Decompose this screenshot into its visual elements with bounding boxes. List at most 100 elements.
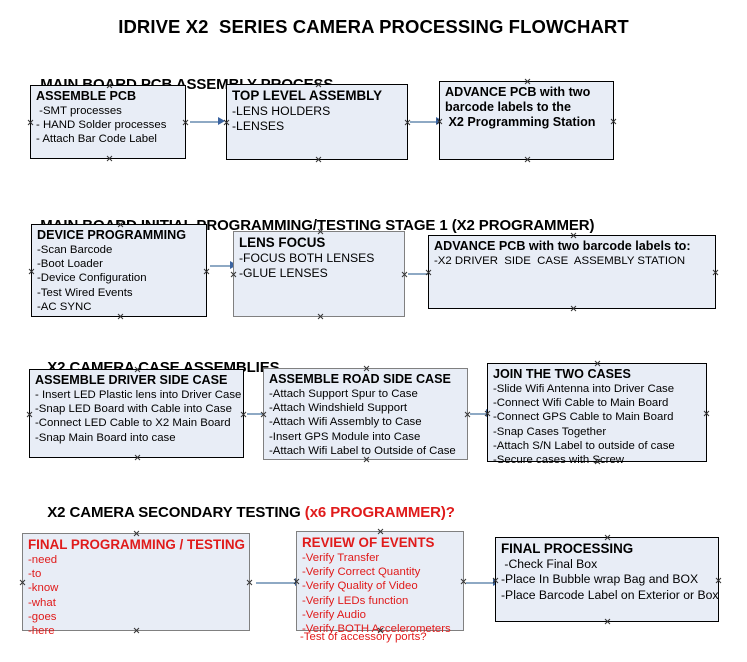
box-line: -Verify LEDs function: [302, 594, 409, 607]
box-line: -Attach Wifi Label to Outside of Case: [269, 444, 456, 457]
resize-handle-top[interactable]: [594, 360, 601, 367]
box-line: - Insert LED Plastic lens into Driver Ca…: [35, 389, 242, 401]
box-line: -SMT processes: [36, 105, 122, 117]
box-title: ADVANCE PCB with two: [445, 85, 591, 99]
box-line-overflow: -Test of accessory ports?: [300, 631, 427, 643]
resize-handle-left[interactable]: [26, 411, 33, 418]
box-title: TOP LEVEL ASSEMBLY: [232, 88, 383, 103]
resize-handle-right[interactable]: [712, 269, 719, 276]
process-box-assemble-driver-side-case[interactable]: ASSEMBLE DRIVER SIDE CASE - Insert LED P…: [29, 369, 244, 458]
box-line: -Attach Windshield Support: [269, 402, 408, 415]
process-box-assemble-road-side-case[interactable]: ASSEMBLE ROAD SIDE CASE -Attach Support …: [263, 368, 468, 460]
process-box-device-programming[interactable]: DEVICE PROGRAMMING -Scan Barcode -Boot L…: [31, 224, 207, 317]
process-box-review-of-events[interactable]: REVIEW OF EVENTS -Verify Transfer -Verif…: [296, 531, 464, 635]
resize-handle-right[interactable]: [703, 410, 710, 417]
resize-handle-right[interactable]: [182, 119, 189, 126]
box-line: X2 Programming Station: [445, 115, 596, 129]
box-line: -to: [28, 568, 42, 581]
box-line: -LENS HOLDERS: [232, 104, 331, 118]
process-box-assemble-pcb[interactable]: ASSEMBLE PCB -SMT processes - HAND Solde…: [30, 85, 186, 159]
resize-handle-right[interactable]: [715, 577, 722, 584]
resize-handle-bottom[interactable]: [117, 313, 124, 320]
box-line: -GLUE LENSES: [239, 266, 328, 281]
box-line: -Secure cases with Screw: [493, 454, 625, 467]
box-title: ASSEMBLE PCB: [36, 89, 137, 103]
box-line: -X2 DRIVER SIDE CASE ASSEMBLY STATION: [434, 255, 686, 267]
box-line: -LENSES: [232, 119, 285, 134]
box-title: JOIN THE TWO CASES: [493, 367, 631, 381]
box-line: -here: [28, 625, 55, 638]
box-line: -Verify Correct Quantity: [302, 566, 421, 579]
box-title: FINAL PROCESSING: [501, 541, 634, 556]
resize-handle-right[interactable]: [401, 271, 408, 278]
resize-handle-bottom[interactable]: [134, 454, 141, 461]
box-line: -Check Final Box: [501, 557, 598, 571]
box-title: DEVICE PROGRAMMING: [37, 228, 187, 242]
process-box-advance-pcb-1[interactable]: ADVANCE PCB with two barcode labels to t…: [439, 81, 614, 160]
box-line: barcode labels to the: [445, 100, 571, 114]
box-line: -Attach Support Spur to Case: [269, 388, 418, 400]
resize-handle-bottom[interactable]: [106, 155, 113, 162]
resize-handle-top[interactable]: [363, 365, 370, 372]
box-line: -Attach Wifi Assembly to Case: [269, 416, 422, 429]
resize-handle-top[interactable]: [604, 534, 611, 541]
box-line: -Slide Wifi Antenna into Driver Case: [493, 383, 675, 395]
resize-handle-right[interactable]: [610, 118, 617, 125]
resize-handle-bottom[interactable]: [317, 313, 324, 320]
box-line: -Verify Transfer: [302, 552, 380, 564]
resize-handle-left[interactable]: [230, 271, 237, 278]
box-line: -Connect GPS Cable to Main Board: [493, 411, 674, 424]
box-line: -Snap Main Board into case: [35, 431, 176, 444]
page-title: IDRIVE X2 SERIES CAMERA PROCESSING FLOWC…: [118, 16, 629, 37]
resize-handle-bottom[interactable]: [524, 156, 531, 163]
box-line: -Verify Quality of Video: [302, 580, 418, 593]
resize-handle-bottom[interactable]: [604, 618, 611, 625]
box-line: -Boot Loader: [37, 258, 103, 271]
resize-handle-right[interactable]: [246, 579, 253, 586]
process-box-final-processing[interactable]: FINAL PROCESSING -Check Final Box -Place…: [495, 537, 719, 622]
box-line: -Place In Bubble wrap Bag and BOX: [501, 572, 699, 587]
box-line: -what: [28, 596, 56, 609]
resize-handle-left[interactable]: [19, 579, 26, 586]
process-box-advance-pcb-2[interactable]: ADVANCE PCB with two barcode labels to: …: [428, 235, 716, 309]
resize-handle-right[interactable]: [203, 268, 210, 275]
box-line: -Device Configuration: [37, 272, 147, 285]
box-line: -FOCUS BOTH LENSES: [239, 251, 375, 265]
box-line: -Verify BOTH Accelerometers: [302, 623, 451, 636]
process-box-top-level-assembly[interactable]: TOP LEVEL ASSEMBLY -LENS HOLDERS -LENSES: [226, 84, 408, 160]
resize-handle-left[interactable]: [27, 119, 34, 126]
box-line: -Attach S/N Label to outside of case: [493, 439, 675, 452]
connector-arrow: [190, 117, 226, 126]
box-title: LENS FOCUS: [239, 235, 326, 250]
box-line: -Test Wired Events: [37, 286, 133, 299]
box-line: -need: [28, 554, 58, 566]
section-heading-4-accent: (x6 PROGRAMMER)?: [304, 504, 455, 521]
box-title: ASSEMBLE DRIVER SIDE CASE: [35, 373, 228, 387]
section-heading-4: X2 CAMERA SECONDARY TESTING (x6 PROGRAMM…: [31, 487, 455, 538]
box-line: -Connect LED Cable to X2 Main Board: [35, 417, 231, 430]
process-box-final-programming-testing[interactable]: FINAL PROGRAMMING / TESTING -need -to -k…: [19, 533, 253, 637]
process-box-join-the-two-cases[interactable]: JOIN THE TWO CASES -Slide Wifi Antenna i…: [487, 360, 710, 466]
box-line: -Snap Cases Together: [493, 425, 607, 438]
box-title: ADVANCE PCB with two barcode labels to:: [434, 239, 691, 253]
resize-handle-left[interactable]: [28, 268, 35, 275]
resize-handle-top[interactable]: [524, 78, 531, 85]
process-box-lens-focus[interactable]: LENS FOCUS -FOCUS BOTH LENSES -GLUE LENS…: [233, 231, 405, 317]
box-line: -goes: [28, 610, 57, 623]
box-line: -Place Barcode Label on Exterior or Box: [501, 587, 719, 602]
box-line: -Connect Wifi Cable to Main Board: [493, 397, 669, 410]
box-title: ASSEMBLE ROAD SIDE CASE: [269, 372, 451, 386]
box-title: FINAL PROGRAMMING / TESTING: [28, 537, 245, 552]
box-line: -Snap LED Board with Cable into Case: [35, 403, 232, 416]
box-line: - Attach Bar Code Label: [36, 133, 157, 146]
box-line: -AC SYNC: [37, 300, 92, 313]
box-line: -Verify Audio: [302, 608, 366, 621]
resize-handle-right[interactable]: [240, 411, 247, 418]
box-line: - HAND Solder processes: [36, 119, 167, 132]
box-line: -know: [28, 582, 59, 595]
box-line: -Scan Barcode: [37, 244, 113, 256]
resize-handle-bottom[interactable]: [315, 156, 322, 163]
section-heading-4-text: X2 CAMERA SECONDARY TESTING: [47, 504, 305, 521]
resize-handle-bottom[interactable]: [570, 305, 577, 312]
